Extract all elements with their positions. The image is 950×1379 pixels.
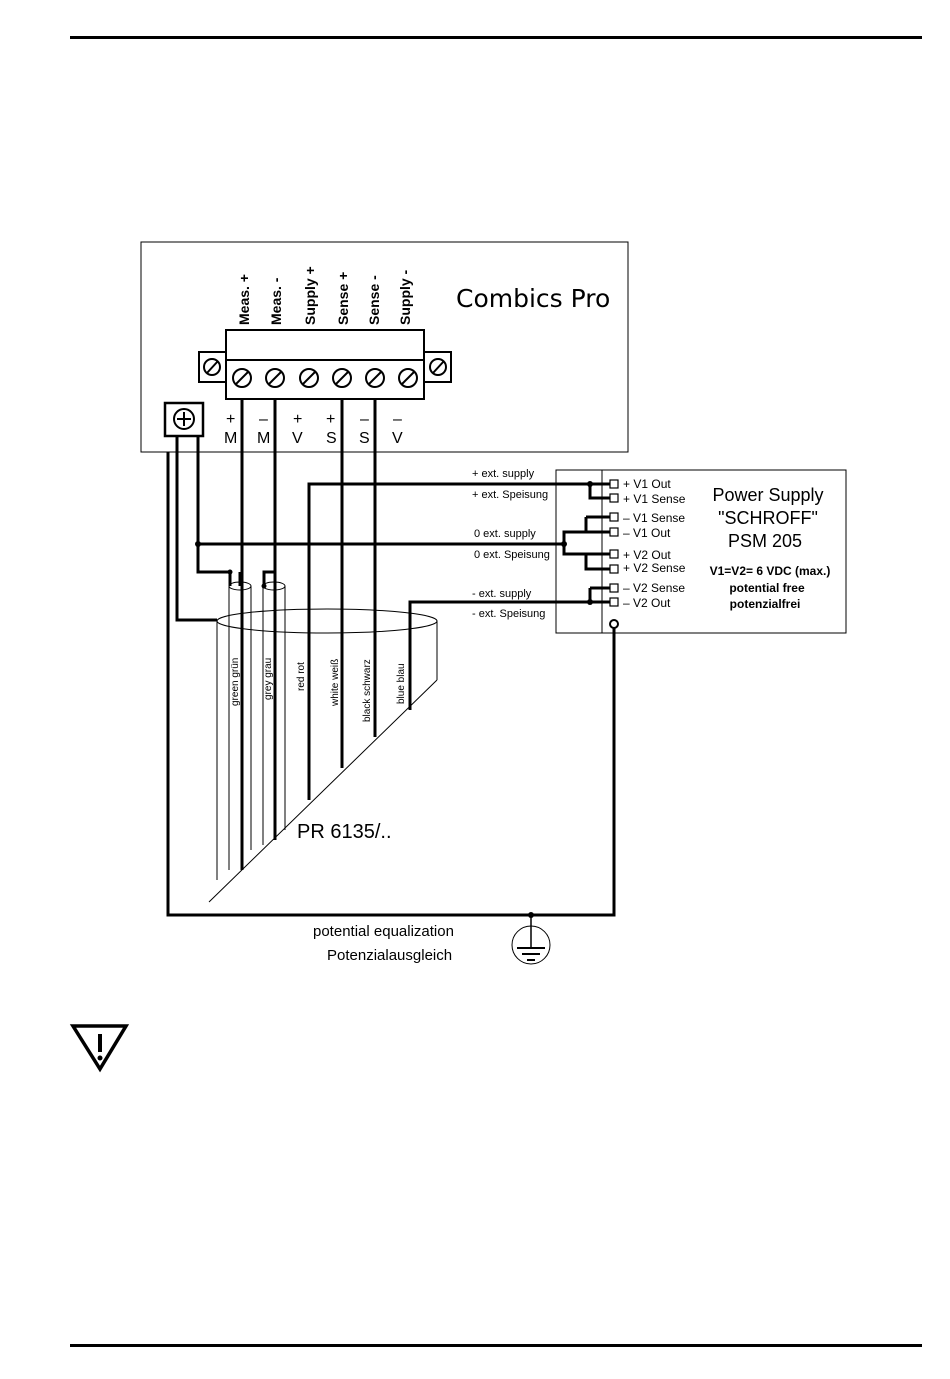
ground-label-en: potential equalization — [313, 923, 454, 940]
pin-sign-4: + — [326, 411, 335, 428]
bottom-rule — [70, 1344, 922, 1347]
pin-sign-6: – — [393, 411, 402, 428]
pin-letter-1: M — [224, 430, 237, 447]
load-cell-cable — [208, 581, 438, 903]
wiring — [166, 398, 616, 917]
pin-letter-6: V — [392, 430, 403, 447]
cable-model: PR 6135/.. — [297, 821, 392, 843]
psu-title: Power Supply — [712, 485, 823, 505]
cable-color-black: black schwarz — [362, 659, 373, 722]
pin-sign-1: + — [226, 411, 235, 428]
psu-terminal-2: + V1 Sense — [623, 492, 686, 506]
pin-sign-3: + — [293, 411, 302, 428]
terminal-label-meas-minus: Meas. - — [268, 277, 284, 325]
psu-terminal-6: + V2 Sense — [623, 561, 686, 575]
psu-terminal-1: + V1 Out — [623, 477, 671, 491]
psu-terminal-5: + V2 Out — [623, 548, 671, 562]
terminal-label-sense-plus: Sense + — [335, 272, 351, 325]
wire-label-zero-supply: 0 ext. supply — [474, 528, 536, 540]
psu-model: PSM 205 — [728, 531, 802, 551]
terminal-block — [198, 329, 452, 400]
pin-letter-2: M — [257, 430, 270, 447]
cable-color-grey: grey grau — [263, 658, 274, 700]
psu-terminal-3: – V1 Sense — [623, 511, 685, 525]
psu-note-en: potential free — [729, 581, 805, 595]
pin-letter-5: S — [359, 430, 370, 447]
ground-label-de: Potenzialausgleich — [327, 947, 452, 964]
power-supply-box — [555, 469, 847, 634]
pin-sign-5: – — [360, 411, 369, 428]
wire-label-plus-supply: + ext. supply — [472, 468, 535, 480]
cable-color-white: white weiß — [330, 659, 341, 707]
warning-triangle-icon — [69, 1024, 130, 1073]
psu-spec: V1=V2= 6 VDC (max.) — [710, 564, 831, 578]
terminal-label-meas-plus: Meas. + — [236, 274, 252, 325]
pin-sign-2: – — [259, 411, 268, 428]
pin-letter-3: V — [292, 430, 303, 447]
ground-screw-icon — [163, 401, 205, 438]
psu-terminal-8: – V2 Out — [623, 596, 671, 610]
combics-pro-box — [140, 241, 629, 453]
pin-letter-4: S — [326, 430, 337, 447]
terminal-label-sense-minus: Sense - — [366, 275, 382, 325]
psu-terminal-4: – V1 Out — [623, 526, 671, 540]
top-rule — [70, 36, 922, 39]
psu-terminal-squares — [609, 479, 619, 607]
psu-maker: "SCHROFF" — [718, 508, 818, 528]
wire-label-minus-supply: - ext. supply — [472, 588, 532, 600]
psu-ground-terminal — [609, 619, 619, 629]
wire-label-minus-speisung: - ext. Speisung — [472, 608, 545, 620]
terminal-label-supply-minus: Supply - — [397, 269, 413, 325]
wire-label-zero-speisung: 0 ext. Speisung — [474, 549, 550, 561]
cable-color-red: red rot — [296, 662, 307, 691]
device-title: Combics Pro — [456, 284, 610, 313]
psu-note-de: potenzialfrei — [730, 597, 801, 611]
cable-color-blue: blue blau — [396, 663, 407, 704]
wire-label-plus-speisung: + ext. Speisung — [472, 489, 548, 501]
cable-color-green: green grün — [230, 658, 241, 706]
earth-ground-icon — [511, 915, 551, 965]
terminal-label-supply-plus: Supply + — [302, 266, 318, 325]
psu-terminal-7: – V2 Sense — [623, 581, 685, 595]
